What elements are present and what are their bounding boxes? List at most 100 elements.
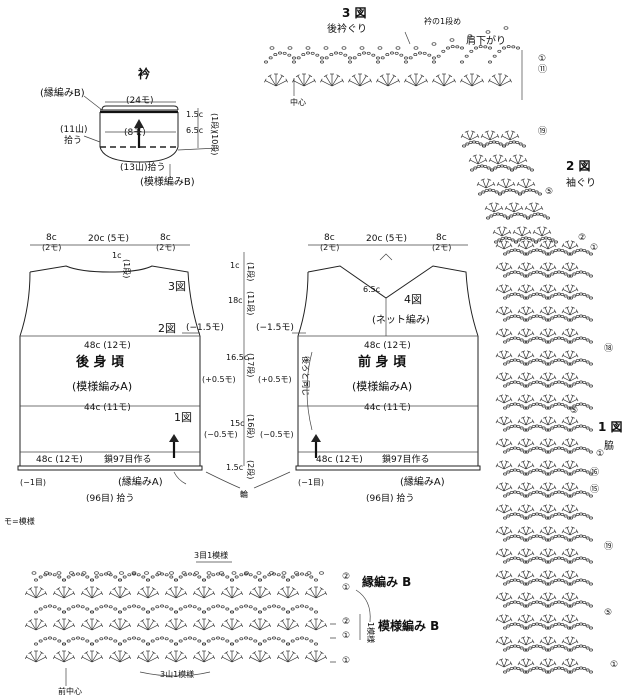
stitch-chain (535, 644, 539, 648)
stitch-dc (538, 227, 543, 237)
stitch-dc (297, 75, 305, 87)
stitch-dc (547, 373, 552, 382)
stitch-chain (535, 468, 539, 472)
stitch-dc (477, 183, 487, 189)
stitch-chain (304, 605, 309, 609)
stitch-chain (518, 142, 523, 146)
stitch-chain (569, 428, 573, 432)
stitch-top (517, 639, 521, 644)
stitch-chain (194, 571, 199, 575)
stitch-chain (174, 642, 178, 646)
stitch-top (517, 265, 521, 270)
stitch-chain (178, 607, 183, 611)
stitch-chain (538, 579, 543, 582)
dim-1c: 1c (230, 261, 240, 270)
stitch-dc (566, 307, 571, 316)
stitch-dc (569, 641, 578, 646)
stitch-dc (489, 159, 499, 165)
stitch-dc (281, 588, 289, 599)
stitch-dc (566, 615, 571, 624)
dim-15c: 15c (230, 419, 245, 428)
stitch-top (532, 229, 536, 234)
stitch-chain (248, 637, 253, 641)
stitch-chain (314, 610, 318, 614)
stitch-chain (503, 494, 507, 498)
stitch-chain (545, 472, 549, 476)
dim-2dan: (2段) (246, 460, 256, 479)
stitch-top (495, 551, 499, 556)
stitch-chain (488, 188, 492, 192)
back-neck-1dan: (1段) (122, 259, 132, 278)
stitch-top (240, 623, 244, 627)
stitch-top (565, 328, 570, 331)
stitch-chain (579, 490, 583, 494)
back-neck-1c: 1c (112, 251, 122, 260)
stitch-chain (589, 494, 593, 498)
stitch-top (480, 178, 485, 181)
stitch-chain (512, 213, 517, 216)
stitch-top (425, 78, 428, 83)
stitch-top (313, 78, 316, 83)
stitch-top (570, 306, 575, 309)
stitch-chain (509, 667, 514, 670)
stitch-chain (513, 292, 517, 296)
dim-11dan: (11段) (246, 291, 256, 315)
back-width-44: 44c (11モ) (84, 403, 131, 413)
stitch-top (561, 463, 565, 468)
stitch-chain (553, 623, 558, 626)
stitch-top (192, 655, 196, 659)
stitch-chain (563, 272, 568, 276)
stitch-chain (567, 428, 571, 432)
stitch-top (164, 591, 168, 595)
stitch-dc (525, 615, 530, 624)
stitch-dc (544, 461, 549, 470)
stitch-top (531, 573, 535, 578)
stitch-top (123, 587, 128, 590)
stitch-top (516, 181, 520, 186)
stitch-dc (525, 461, 530, 470)
stitch-top (539, 551, 543, 556)
stitch-dc (26, 624, 37, 631)
stitch-dc (569, 377, 578, 382)
stitch-chain (572, 624, 577, 628)
stitch-chain (516, 293, 521, 296)
stitch-top (39, 619, 44, 622)
stitch-top (509, 265, 513, 270)
stitch-chain (569, 582, 573, 586)
stitch-top (404, 78, 407, 83)
stitch-dc (91, 588, 99, 599)
stitch-dc (547, 641, 556, 646)
stitch-top (495, 639, 499, 644)
stitch-chain (513, 336, 517, 340)
stitch-chain (478, 192, 482, 196)
stitch-dc (203, 652, 211, 663)
stitch-top (553, 397, 557, 402)
stitch-top (561, 639, 565, 644)
stitch-dc (525, 641, 534, 646)
stitch-chain (85, 639, 90, 643)
stitch-top (184, 591, 188, 595)
stitch-dc (562, 553, 571, 558)
stitch-dc (503, 509, 512, 514)
stitch-chain (550, 294, 555, 298)
stitch-chain (589, 384, 593, 388)
stitch-chain (582, 337, 587, 340)
stitch-dc (225, 588, 233, 599)
stitch-chain (300, 572, 304, 576)
stitch-chain (585, 514, 590, 518)
stitch-chain (541, 646, 546, 650)
stitch-top (565, 482, 570, 485)
stitch-chain (535, 556, 539, 560)
stitch-chain (579, 358, 583, 362)
stitch-dc (503, 637, 508, 646)
stitch-dc (443, 80, 455, 87)
stitch-dc (562, 289, 571, 294)
collar-side-pointer (177, 147, 219, 151)
stitch-dc (493, 203, 498, 213)
stitch-chain (567, 604, 571, 608)
stitch-top (509, 309, 513, 314)
stitch-chain (557, 490, 561, 494)
stitch-chain (248, 573, 253, 577)
stitch-dc (57, 588, 65, 599)
